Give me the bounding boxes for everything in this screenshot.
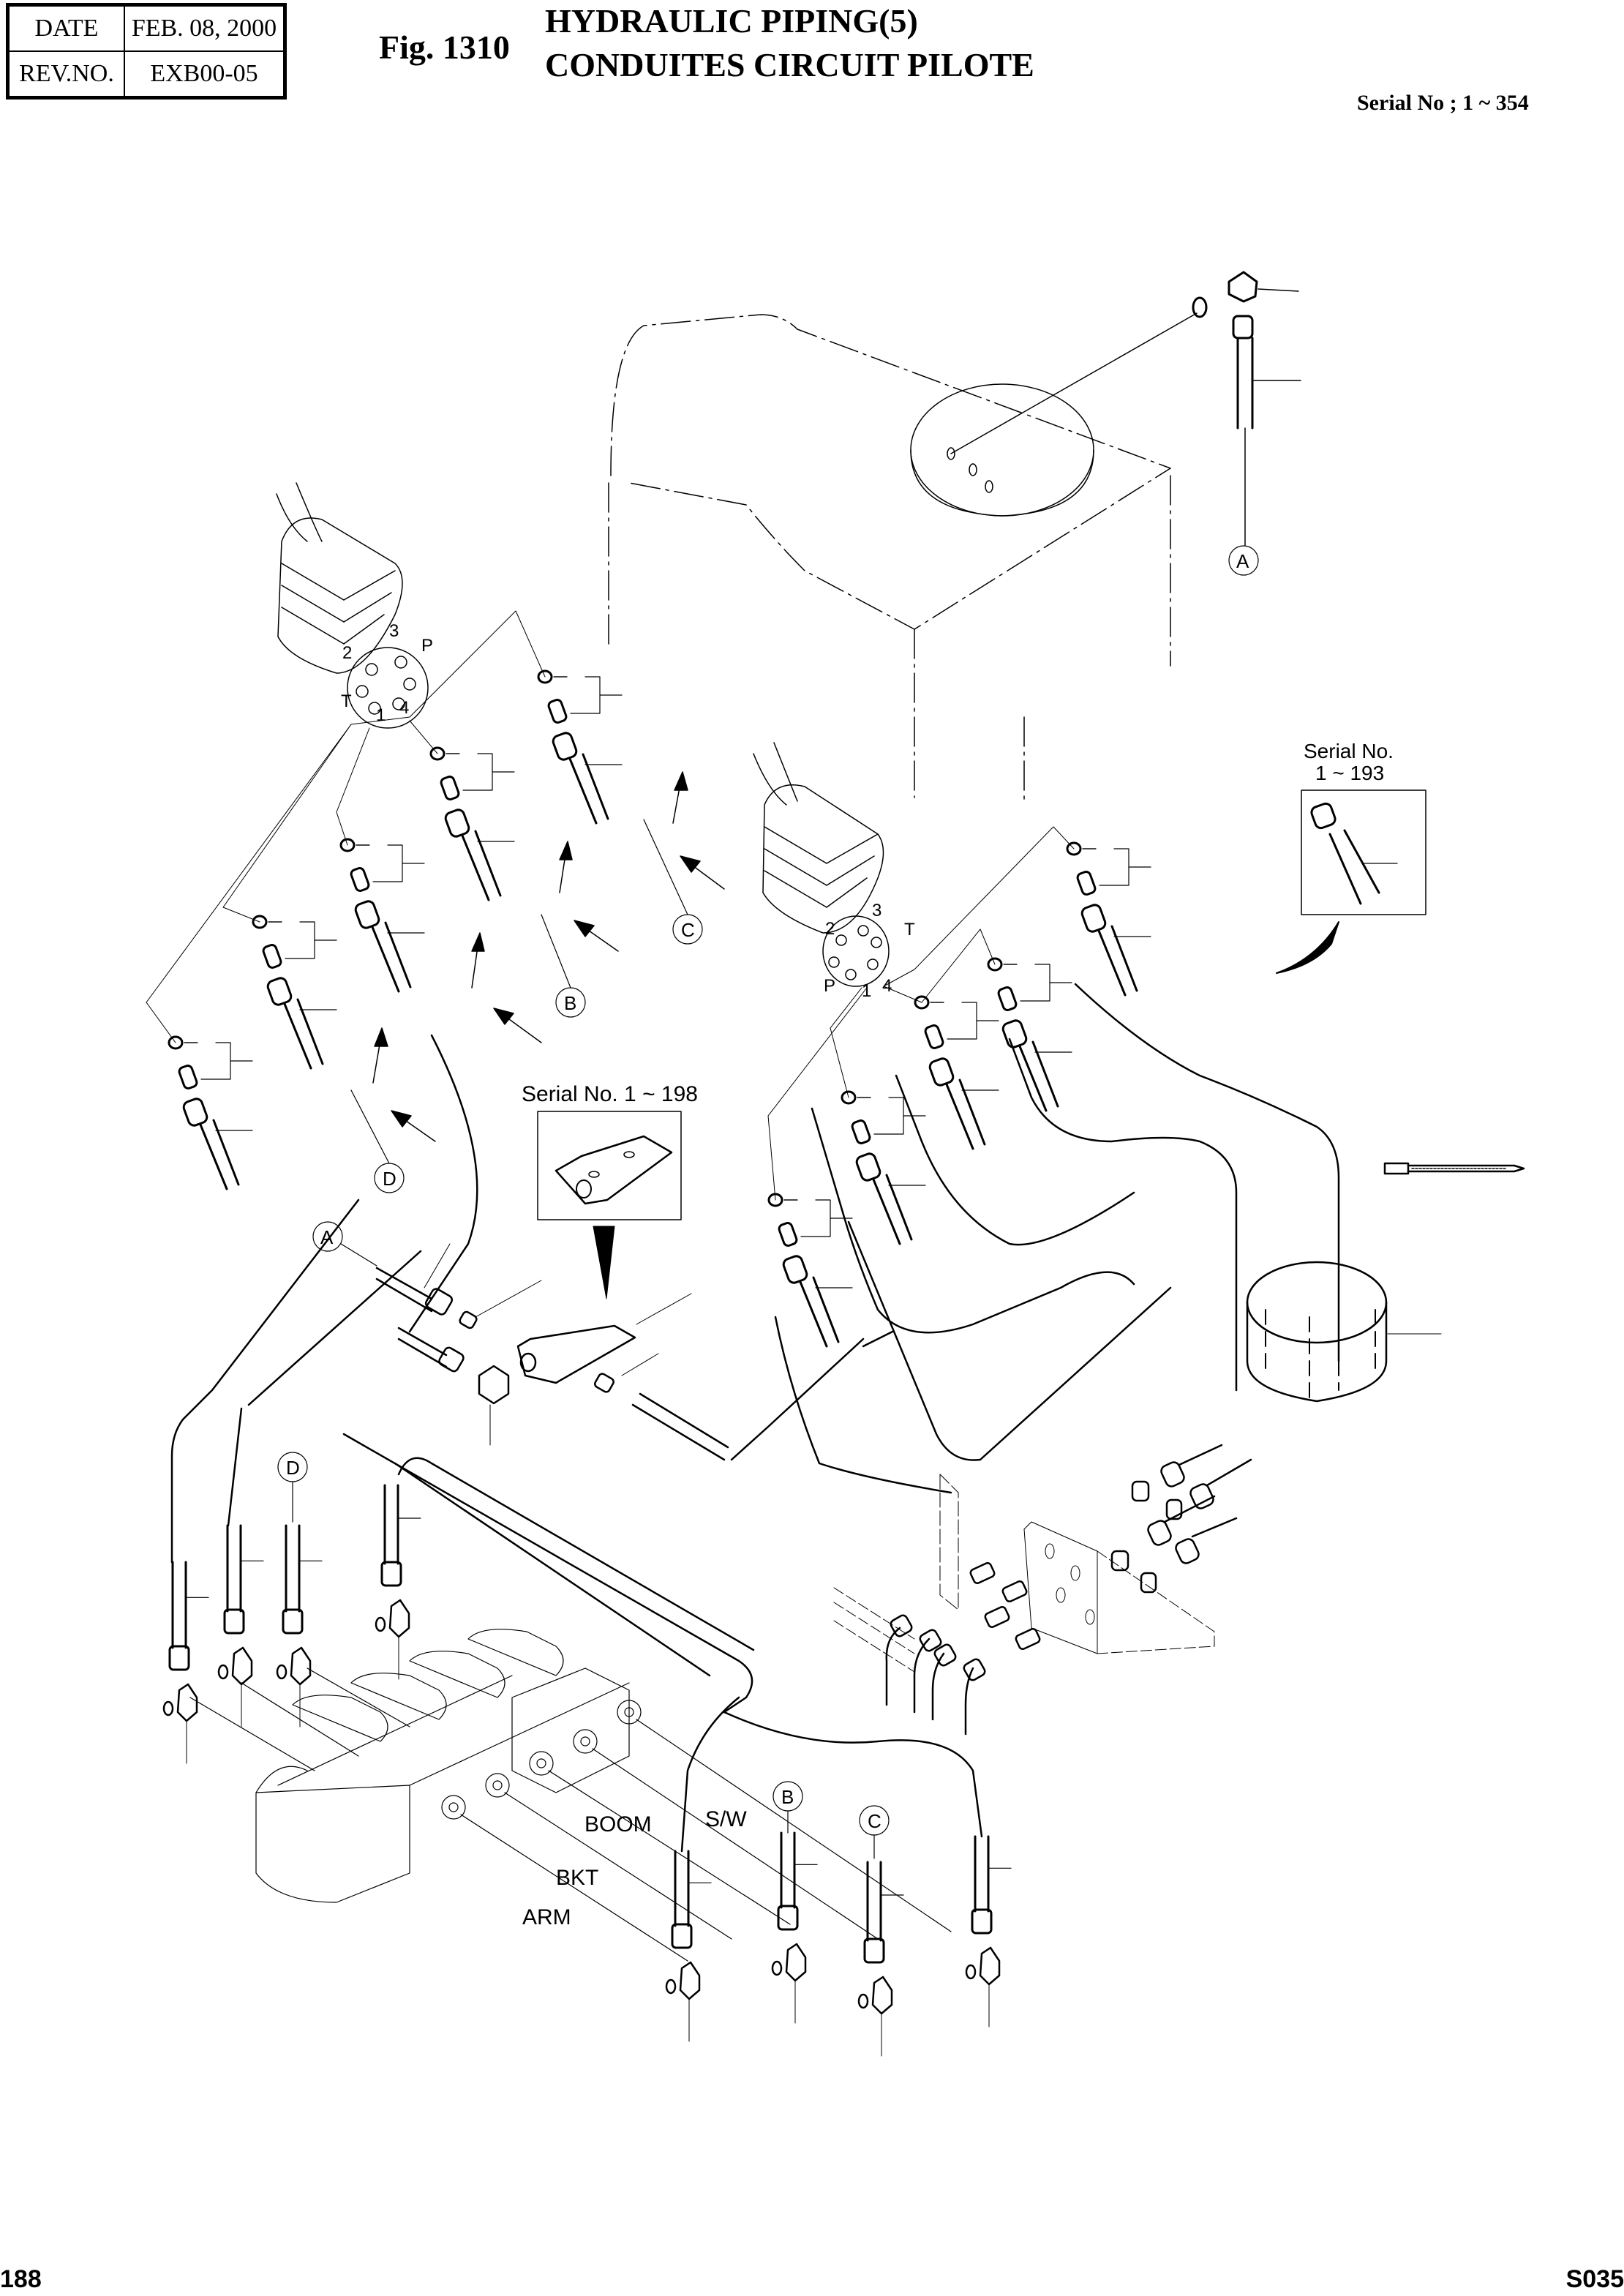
fitting-set (429, 746, 515, 901)
control-valve (189, 1629, 952, 1962)
protective-sleeve (1246, 1261, 1442, 1403)
fitting-set (1066, 841, 1151, 997)
right-port-T: T (904, 920, 915, 939)
label-swing: S/W (705, 1807, 747, 1831)
figure-number: Fig. 1310 (379, 29, 510, 66)
inset-hose-caption: Serial No. 1 ~ 193 (1304, 740, 1394, 784)
right-port-P: P (824, 976, 835, 996)
fitting-set (767, 1193, 853, 1348)
marker-B-upper-label: B (564, 992, 576, 1014)
date-label: DATE (7, 4, 125, 52)
label-bucket: BKT (556, 1866, 598, 1890)
left-port-2: 2 (342, 643, 352, 663)
left-port-4: 4 (399, 698, 409, 718)
tank-cap (910, 312, 1198, 517)
right-port-4: 4 (882, 976, 892, 996)
marker-C-upper-label: C (681, 919, 695, 941)
marker-C-upper (643, 819, 703, 945)
control-valve-labels: BOOM S/W BKT ARM (522, 1807, 747, 1929)
inset-bracket-serial-198 (537, 1111, 682, 1299)
arrow-up-3 (559, 841, 573, 893)
vertical-hose (857, 1861, 904, 2057)
revision-table: DATE FEB. 08, 2000 REV.NO. EXB00-05 (6, 3, 287, 100)
inset-hose-serial-193 (1276, 789, 1426, 974)
fitting-set (841, 1090, 926, 1245)
fitting-set (914, 995, 999, 1150)
vertical-hose (276, 1524, 323, 1727)
left-joystick-port-labels: 2 3 P T 1 4 (341, 621, 433, 725)
right-port-1: 1 (862, 981, 871, 1001)
right-leader-lines (767, 826, 1075, 1201)
arrow-left-3 (574, 920, 619, 952)
right-joystick-port-labels: 2 3 T P 1 4 (824, 901, 915, 1001)
vertical-hoses (162, 1484, 1012, 2057)
left-joystick (276, 482, 429, 729)
inset-hose-caption-line1: Serial No. (1304, 740, 1394, 762)
label-boom: BOOM (584, 1812, 652, 1837)
fitting-set (168, 1035, 253, 1190)
title-english: HYDRAULIC PIPING(5) (545, 2, 918, 40)
fitting-set (339, 838, 425, 993)
bulkhead-connectors (885, 1444, 1252, 1736)
page-number: 188 (0, 2265, 42, 2293)
marker-A-lower-label: A (320, 1226, 334, 1248)
marker-D-upper (350, 1089, 405, 1193)
connection-markers (277, 545, 1259, 1859)
cable-tie (1383, 1162, 1525, 1175)
arrow-up-4 (672, 771, 688, 824)
rev-value: EXB00-05 (124, 50, 286, 99)
bulkhead-block (833, 1474, 1215, 1673)
connection-marker-letters: A C B D A D B C (286, 550, 1249, 1832)
arrow-up-2 (471, 932, 485, 988)
vertical-hose (665, 1850, 712, 2042)
cab-outline (608, 314, 1171, 806)
arrow-left-1 (391, 1110, 436, 1142)
center-tee-bracket-assembly (375, 1243, 729, 1461)
arrow-left-2 (493, 1008, 542, 1043)
fitting-set (537, 669, 623, 825)
vertical-hose (771, 1831, 818, 2024)
fitting-set (252, 915, 337, 1070)
left-leader-lines (146, 610, 546, 1043)
marker-C-lower (859, 1805, 890, 1859)
serial-range: Serial No ; 1 ~ 354 (1357, 91, 1529, 115)
left-port-3: 3 (389, 621, 399, 641)
arrow-left-4 (680, 855, 725, 890)
marker-A-lower (312, 1221, 377, 1267)
marker-A-top-label: A (1236, 550, 1249, 572)
right-port-3: 3 (872, 901, 881, 920)
marker-D-upper-label: D (383, 1168, 396, 1190)
direction-arrows (372, 771, 725, 1142)
date-value: FEB. 08, 2000 (124, 4, 286, 52)
top-right-hose-assembly (1192, 271, 1301, 546)
marker-D-lower (277, 1452, 308, 1523)
marker-A-top (1228, 545, 1259, 576)
vertical-hose (965, 1835, 1012, 2027)
vertical-hose (375, 1484, 421, 1680)
marker-B-lower-label: B (781, 1786, 794, 1808)
pilot-hose-fittings (168, 669, 1151, 1348)
marker-C-lower-label: C (868, 1810, 881, 1832)
arrow-up-1 (372, 1027, 388, 1084)
rev-label: REV.NO. (7, 50, 125, 99)
left-port-P: P (421, 636, 433, 656)
vertical-hose (162, 1561, 209, 1764)
pilot-hose-routes (170, 983, 1340, 1853)
inset-bracket-caption-group: Serial No. 1 ~ 198 (522, 1082, 698, 1106)
fitting-set (987, 957, 1072, 1112)
document-code: S035 (1565, 2265, 1624, 2293)
inset-hose-caption-line2: 1 ~ 193 (1315, 762, 1384, 784)
inset-bracket-caption: Serial No. 1 ~ 198 (522, 1082, 698, 1106)
marker-D-lower-label: D (286, 1457, 300, 1479)
right-joystick (753, 742, 890, 987)
left-port-T: T (341, 691, 352, 711)
left-port-1: 1 (376, 705, 386, 725)
label-arm: ARM (522, 1905, 571, 1929)
marker-B-upper (541, 914, 586, 1018)
title-french: CONDUITES CIRCUIT PILOTE (545, 46, 1034, 83)
vertical-hose (217, 1524, 264, 1727)
right-port-2: 2 (825, 919, 835, 939)
